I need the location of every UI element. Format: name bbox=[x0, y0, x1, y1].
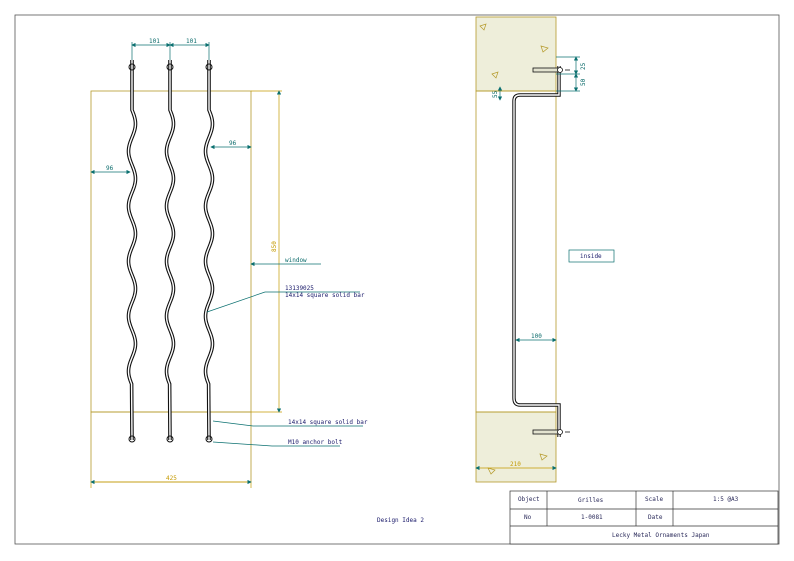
title-no-label: No bbox=[524, 514, 532, 521]
dim-margin-left-label: 96 bbox=[106, 165, 114, 172]
dim-side-anchor-label: 50 bbox=[580, 78, 587, 86]
anchor-bolt-top-2 bbox=[166, 63, 174, 71]
wall-top-block bbox=[475, 16, 557, 92]
grille-bar-1-highlight bbox=[127, 60, 137, 441]
title-date-label: Date bbox=[648, 514, 663, 521]
anchor-bolt-bottom-2 bbox=[166, 435, 174, 443]
drawing-border bbox=[14, 14, 780, 545]
label-part-number: 13139025 bbox=[285, 285, 314, 292]
label-bar-bottom: 14x14 square solid bar bbox=[288, 419, 368, 426]
title-block bbox=[509, 490, 779, 545]
front-view: 101 101 96 96 850 425 window 1313902 bbox=[90, 38, 368, 488]
window-section bbox=[475, 90, 557, 413]
label-bar-top: 14x14 square solid bar bbox=[285, 292, 365, 299]
title-scale-value: 1:5 @A3 bbox=[713, 496, 739, 503]
dim-side-top-label: 25 bbox=[580, 62, 587, 70]
grille-bar-3-highlight bbox=[204, 60, 214, 441]
dim-height-label: 850 bbox=[271, 241, 278, 252]
title-no-value: 1-0081 bbox=[581, 514, 603, 521]
dim-spacing bbox=[131, 42, 210, 60]
label-anchor-bolt: M10 anchor bolt bbox=[288, 439, 343, 446]
anchor-bolts bbox=[128, 63, 213, 443]
dim-spacing-left-label: 101 bbox=[149, 38, 160, 45]
inside-label: inside bbox=[580, 253, 602, 260]
side-anchor-top bbox=[532, 67, 570, 73]
grille-bar-2-highlight bbox=[165, 60, 175, 441]
label-window: window bbox=[285, 257, 307, 264]
anchor-bolt-bottom-1 bbox=[128, 435, 136, 443]
side-view: 25 50 55 100 210 inside bbox=[475, 16, 615, 483]
dim-spacing-right-label: 101 bbox=[186, 38, 197, 45]
dim-width-label: 425 bbox=[166, 475, 177, 482]
dim-margin-right-label: 96 bbox=[229, 140, 237, 147]
title-object-label: Object bbox=[518, 496, 540, 503]
dim-wall-label: 210 bbox=[510, 461, 521, 468]
title-scale-label: Scale bbox=[645, 496, 663, 503]
wall-bottom-block bbox=[475, 411, 557, 483]
grille-bars bbox=[126, 60, 215, 441]
side-anchor-bottom bbox=[532, 429, 570, 435]
title-company: Lecky Metal Ornaments Japan bbox=[612, 532, 710, 539]
anchor-bolt-top-1 bbox=[128, 63, 136, 71]
dim-side-offset-label: 55 bbox=[492, 90, 499, 98]
dim-depth-label: 100 bbox=[531, 333, 542, 340]
bar-profile bbox=[512, 66, 561, 437]
title-object-value: Grilles bbox=[578, 497, 604, 504]
anchor-bolt-top-3 bbox=[205, 63, 213, 71]
anchor-bolt-bottom-3 bbox=[205, 435, 213, 443]
inside-tag bbox=[568, 249, 615, 263]
drawing-caption: Design Idea 2 bbox=[377, 517, 424, 524]
